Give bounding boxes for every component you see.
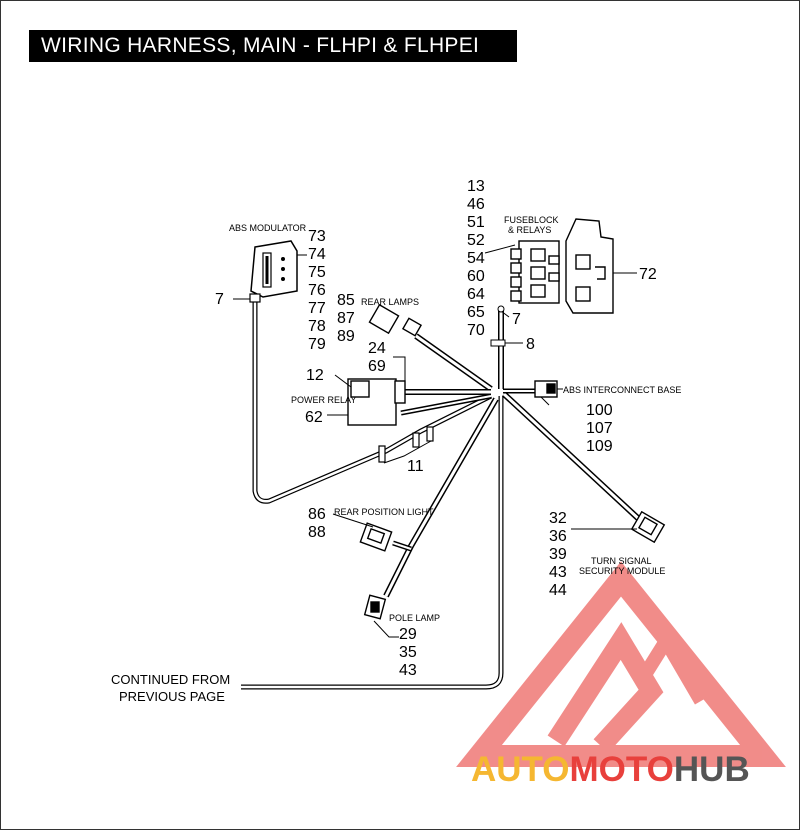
label-pole-lamp: POLE LAMP (389, 613, 440, 623)
part-number: 43 (549, 564, 567, 581)
abs-modulator (249, 240, 298, 303)
pin-terminal (490, 339, 523, 347)
title-bar: WIRING HARNESS, MAIN - FLHPI & FLHPEI (29, 30, 517, 62)
part-number: 62 (305, 409, 323, 426)
part-number: 79 (308, 336, 326, 353)
part-number: 76 (308, 282, 326, 299)
part-number: 69 (368, 358, 386, 375)
label-continued-1: CONTINUED FROM (111, 672, 230, 687)
label-abs-modulator: ABS MODULATOR (229, 223, 307, 233)
part-number: 7 (215, 291, 224, 308)
page-title: WIRING HARNESS, MAIN - FLHPI & FLHPEI (41, 34, 480, 57)
label-rear-lamps: REAR LAMPS (361, 297, 419, 307)
part-number: 64 (467, 286, 485, 303)
label-power-relay: POWER RELAY (291, 395, 356, 405)
harness-clips (378, 426, 434, 463)
part-number: 7 (512, 311, 521, 328)
fuseblock (510, 240, 560, 304)
part-number: 77 (308, 300, 326, 317)
rear-lamps-connector (368, 303, 423, 337)
part-number: 52 (467, 232, 485, 249)
part-number: 100 (586, 402, 613, 419)
part-number: 73 (308, 228, 326, 245)
label-abs-interconnect: ABS INTERCONNECT BASE (563, 385, 681, 395)
harness-wires (241, 301, 644, 690)
part-number: 109 (586, 438, 613, 455)
part-number: 78 (308, 318, 326, 335)
part-number: 72 (639, 266, 657, 283)
part-number: 88 (308, 524, 326, 541)
part-number: 44 (549, 582, 567, 599)
power-relay (347, 378, 406, 426)
part-number: 86 (308, 506, 326, 523)
rear-position-light (359, 522, 393, 552)
part-number: 32 (549, 510, 567, 527)
part-number: 107 (586, 420, 613, 437)
part-number: 89 (337, 328, 355, 345)
label-fuseblock-2: & RELAYS (508, 225, 551, 235)
abs-interconnect-connector (534, 380, 558, 398)
label-fuseblock-1: FUSEBLOCK (504, 215, 559, 225)
part-number: 46 (467, 196, 485, 213)
part-number: 12 (306, 367, 324, 384)
label-turn-signal-1: TURN SIGNAL (591, 556, 652, 566)
watermark-logo (456, 561, 786, 767)
part-number: 74 (308, 246, 326, 263)
part-number: 35 (399, 644, 417, 661)
part-number: 87 (337, 310, 355, 327)
pole-lamp-connector (363, 594, 387, 620)
part-number: 24 (368, 340, 386, 357)
turn-signal-module (630, 510, 666, 544)
fuseblock-cover (565, 218, 614, 314)
watermark-moto: MOTO (570, 750, 674, 789)
part-number: 54 (467, 250, 485, 267)
part-number: 36 (549, 528, 567, 545)
watermark-auto: AUTO (471, 750, 570, 789)
label-rear-position-light: REAR POSITION LIGHT (334, 507, 434, 517)
label-continued-2: PREVIOUS PAGE (119, 689, 225, 704)
part-number: 39 (549, 546, 567, 563)
part-number: 75 (308, 264, 326, 281)
part-number: 85 (337, 292, 355, 309)
part-number: 29 (399, 626, 417, 643)
part-number: 8 (526, 336, 535, 353)
watermark-hub: HUB (674, 750, 750, 789)
part-number: 70 (467, 322, 485, 339)
label-turn-signal-2: SECURITY MODULE (579, 566, 665, 576)
part-number: 13 (467, 178, 485, 195)
part-number: 60 (467, 268, 485, 285)
part-number: 43 (399, 662, 417, 679)
part-number: 51 (467, 214, 485, 231)
part-number: 65 (467, 304, 485, 321)
part-number: 11 (407, 458, 424, 475)
watermark-text: AUTOMOTOHUB (471, 750, 750, 789)
